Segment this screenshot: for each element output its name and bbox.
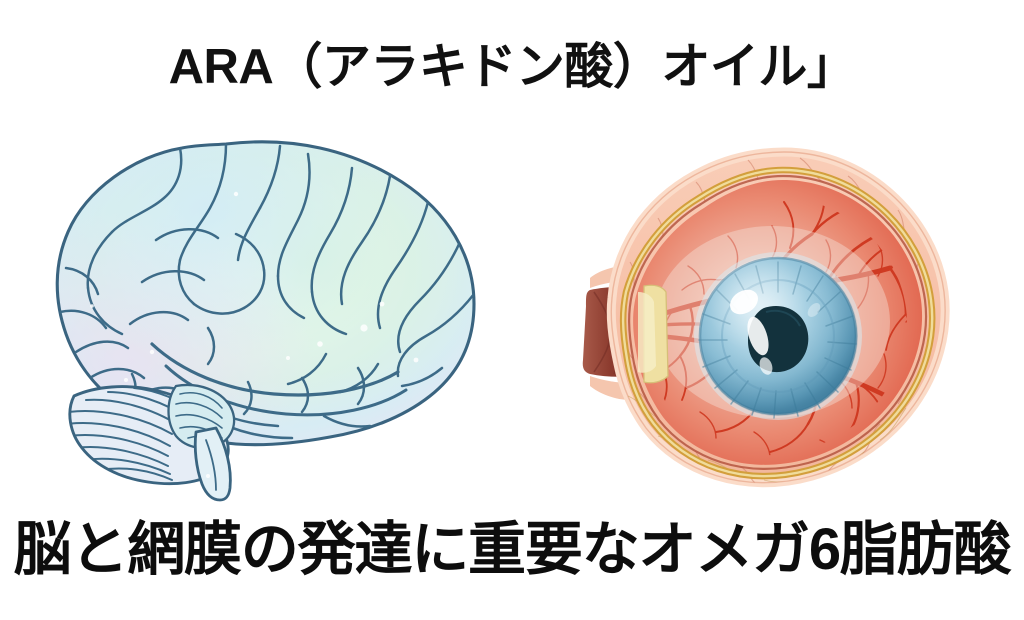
eye-svg bbox=[582, 147, 950, 488]
page-title: ARA（アラキドン酸）オイル」 bbox=[168, 40, 856, 94]
brain-stem bbox=[193, 426, 232, 502]
watercolor-highlights bbox=[90, 191, 419, 478]
brain-svg bbox=[55, 140, 476, 502]
brain-illustration bbox=[30, 128, 490, 503]
choroid bbox=[619, 166, 936, 480]
optic-disc bbox=[638, 284, 669, 384]
caption: 脳と網膜の発達に重要なオメガ6脂肪酸 bbox=[13, 517, 1012, 582]
pupil bbox=[748, 306, 809, 373]
brain-sulci bbox=[58, 142, 474, 440]
eye-illustration bbox=[568, 140, 968, 495]
cornea-highlight bbox=[730, 289, 821, 375]
